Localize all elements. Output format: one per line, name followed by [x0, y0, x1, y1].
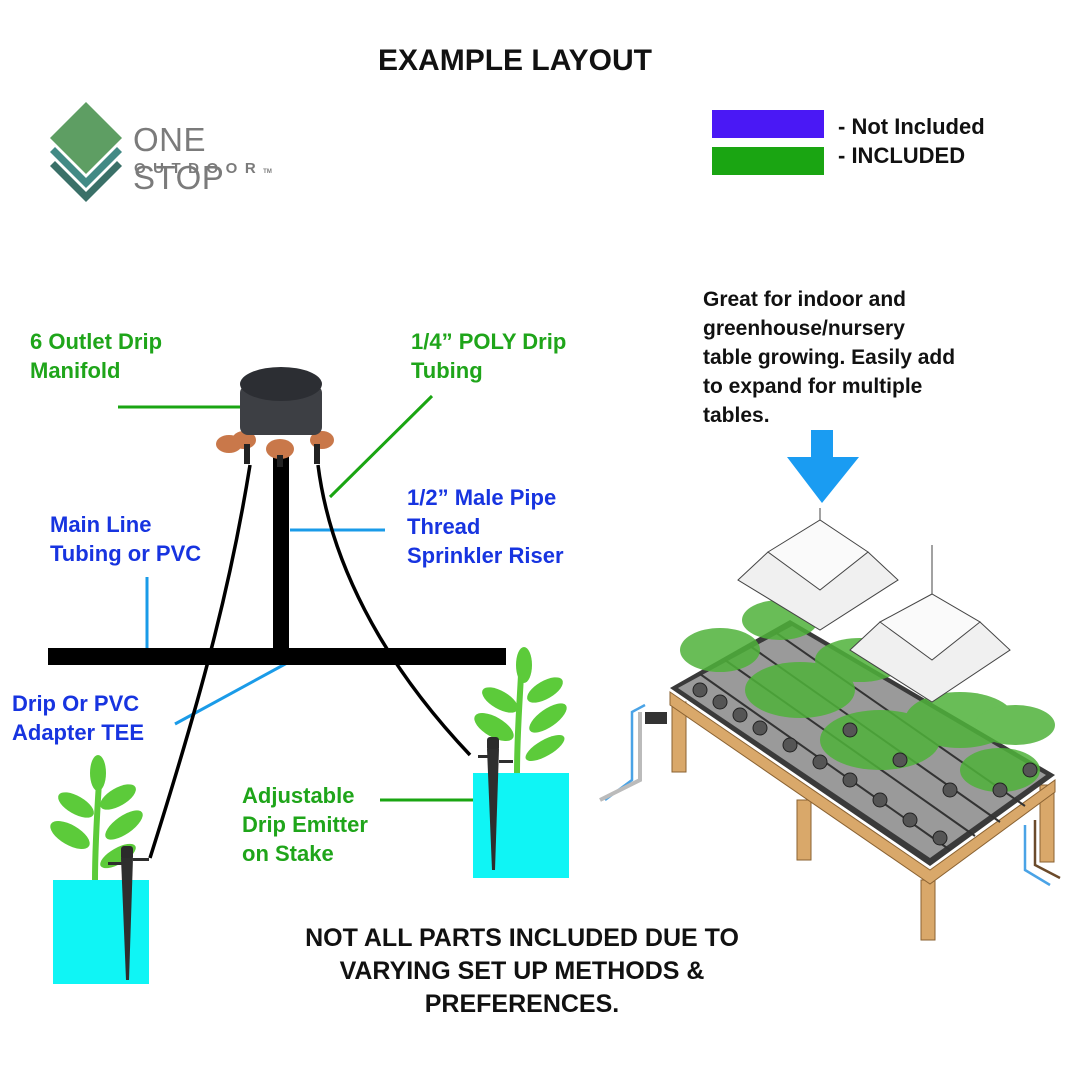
- pot-right: [473, 773, 569, 878]
- logo-diamond-icon: [50, 102, 122, 202]
- drip-emitter-stake-right-icon: [478, 737, 513, 870]
- logo-text-secondary: OUTDOORTM: [134, 160, 272, 177]
- description-line: greenhouse/nursery: [703, 317, 905, 340]
- description-line: table growing. Easily add: [703, 346, 956, 369]
- label-emitter-line1: Adjustable: [242, 783, 355, 808]
- pot-left: [53, 880, 149, 984]
- label-main-line: Main Line Tubing or PVC: [50, 510, 201, 568]
- drip-emitter-stake-left-icon: [108, 846, 149, 980]
- description-text: Great for indoor and greenhouse/nursery …: [703, 285, 1033, 430]
- down-arrow-icon: [787, 430, 859, 503]
- label-main-line-line1: Main Line: [50, 512, 152, 537]
- footer-note-line: VARYING SET UP METHODS &: [339, 957, 705, 985]
- label-riser: 1/2” Male Pipe Thread Sprinkler Riser: [407, 483, 564, 570]
- leader-line-poly-tubing: [328, 394, 434, 499]
- main-line-pipe: [48, 648, 506, 665]
- label-tee: Drip Or PVC Adapter TEE: [12, 689, 144, 747]
- trademark-mark: TM: [263, 169, 272, 175]
- logo-text-primary: ONE STOP: [133, 121, 225, 196]
- legend-swatch-not-included: [712, 110, 824, 138]
- label-emitter-line2: Drip Emitter: [242, 812, 368, 837]
- label-riser-line3: Sprinkler Riser: [407, 543, 564, 568]
- page-title: EXAMPLE LAYOUT: [378, 44, 652, 77]
- grow-lamp-1: [737, 508, 899, 631]
- label-emitter-line3: on Stake: [242, 841, 334, 866]
- description-line: Great for indoor and: [703, 288, 907, 311]
- plant-left-icon: [50, 755, 143, 881]
- water-outlet-pipe: [1023, 825, 1051, 887]
- label-riser-line1: 1/2” Male Pipe: [407, 485, 557, 510]
- footer-note: NOT ALL PARTS INCLUDED DUE TO VARYING SE…: [270, 922, 774, 1021]
- label-manifold-line1: 6 Outlet Drip: [30, 329, 163, 354]
- description-line: to expand for multiple: [703, 375, 923, 398]
- label-main-line-line2: Tubing or PVC: [50, 541, 202, 566]
- description-line: tables.: [703, 404, 770, 427]
- footer-note-line: PREFERENCES.: [424, 990, 620, 1018]
- label-riser-line2: Thread: [407, 514, 481, 539]
- label-tee-line1: Drip Or PVC: [12, 691, 140, 716]
- legend-label-not-included: - Not Included: [838, 114, 985, 139]
- label-tee-line2: Adapter TEE: [12, 720, 145, 745]
- plant-right-icon: [474, 647, 567, 776]
- poly-tubing-left: [148, 464, 252, 859]
- grow-lamp-2: [849, 545, 1011, 703]
- label-emitter: Adjustable Drip Emitter on Stake: [242, 781, 368, 868]
- logo-text-outdoor: OUTDOOR: [134, 160, 264, 177]
- label-manifold-line2: Manifold: [30, 358, 121, 383]
- grow-table-illustration: [599, 508, 1061, 941]
- poly-tubing-right: [316, 464, 472, 757]
- drip-manifold-icon: [216, 367, 334, 467]
- label-poly-tubing-line2: Tubing: [411, 358, 483, 383]
- footer-note-line: NOT ALL PARTS INCLUDED DUE TO: [305, 924, 739, 952]
- label-poly-tubing: 1/4” POLY Drip Tubing: [411, 327, 566, 385]
- label-manifold: 6 Outlet Drip Manifold: [30, 327, 162, 385]
- sprinkler-riser: [273, 455, 289, 650]
- label-poly-tubing-line1: 1/4” POLY Drip: [411, 329, 567, 354]
- legend-label-included: - INCLUDED: [838, 143, 966, 168]
- legend-swatch-included: [712, 147, 824, 175]
